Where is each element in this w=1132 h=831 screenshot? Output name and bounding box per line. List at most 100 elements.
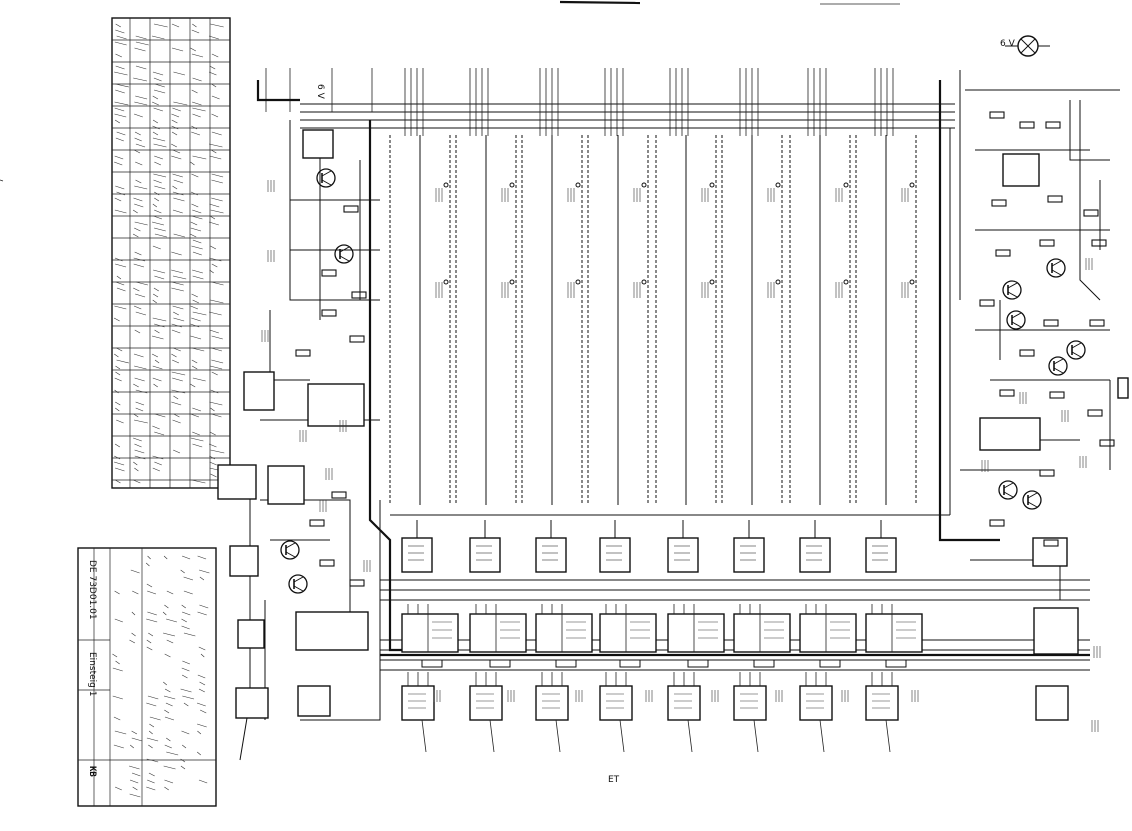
right-driver-circuit <box>938 35 1129 721</box>
table-text-mark <box>171 401 182 406</box>
terminal-dot <box>709 279 715 285</box>
table-text-mark <box>114 101 129 106</box>
scattered-labels <box>261 180 1101 732</box>
title-text-mark <box>164 716 175 721</box>
table-text-mark <box>151 335 164 340</box>
table-text-mark <box>135 293 146 298</box>
table-text-mark <box>114 209 127 214</box>
title-text-mark <box>112 695 123 700</box>
resistor-icon <box>991 199 1007 207</box>
table-text-mark <box>114 41 127 46</box>
table-text-mark <box>210 23 224 28</box>
table-text-mark <box>154 161 162 166</box>
table-text-mark <box>116 287 126 292</box>
table-text-mark <box>209 431 216 436</box>
table-text-mark <box>171 23 180 28</box>
transistor-icon <box>1066 340 1086 360</box>
table-text-mark <box>211 173 224 178</box>
table-text-mark <box>209 203 220 208</box>
table-text-mark <box>190 191 198 196</box>
table-text-mark <box>211 335 223 340</box>
parts-list-table <box>111 17 231 489</box>
resistor-icon <box>1087 409 1103 417</box>
table-text-mark <box>133 77 148 82</box>
table-text-mark <box>171 113 180 118</box>
table-text-mark <box>152 293 159 298</box>
table-text-mark <box>135 281 148 286</box>
resistor-icon <box>989 111 1005 119</box>
table-text-mark <box>171 131 178 136</box>
output-lead <box>687 719 693 753</box>
table-text-mark <box>114 161 123 166</box>
table-text-mark <box>152 131 159 136</box>
table-text-mark <box>210 473 217 478</box>
table-text-mark <box>208 443 217 448</box>
title-text-mark <box>164 786 169 791</box>
resistor-icon <box>489 659 511 668</box>
table-text-mark <box>153 23 168 28</box>
table-text-mark <box>133 419 148 424</box>
table-text-mark <box>190 227 202 232</box>
resistor-icon <box>885 659 907 668</box>
table-text-mark <box>209 257 222 262</box>
table-text-mark <box>173 311 179 316</box>
ic-upper <box>667 537 699 573</box>
table-text-mark <box>192 407 202 412</box>
table-text-mark <box>152 71 164 76</box>
table-text-mark <box>135 407 144 412</box>
title-text-mark <box>165 702 173 707</box>
transistor-icon <box>1046 258 1066 278</box>
resistor-icon <box>343 205 359 213</box>
table-text-mark <box>134 203 144 208</box>
table-text-mark <box>171 251 182 256</box>
table-text-mark <box>152 203 158 208</box>
table-text-mark <box>134 365 147 370</box>
table-text-mark <box>189 233 197 238</box>
table-text-mark <box>154 431 165 436</box>
table-text-mark <box>172 209 183 214</box>
table-text-mark <box>154 197 160 202</box>
voltage-tag-right: 6 V <box>1000 39 1016 49</box>
title-text-mark <box>146 786 156 791</box>
title-text-mark <box>164 744 172 749</box>
ic-middle <box>401 613 459 653</box>
terminal-dot <box>775 182 781 188</box>
title-text-mark <box>166 751 179 756</box>
resistor-icon <box>1043 319 1059 327</box>
table-text-mark <box>134 113 143 118</box>
table-text-mark <box>211 53 219 58</box>
table-text-mark <box>134 47 146 52</box>
table-text-mark <box>191 293 198 298</box>
resistor-icon <box>989 519 1005 527</box>
table-text-mark <box>173 233 185 238</box>
table-text-mark <box>135 311 147 316</box>
resistor-icon <box>1039 239 1055 247</box>
title-text-mark <box>180 765 186 770</box>
ic-upper <box>865 537 897 573</box>
table-text-mark <box>153 143 167 148</box>
resistor-icon <box>619 659 641 668</box>
title-text-mark <box>198 688 205 693</box>
title-text-mark <box>146 702 157 707</box>
table-text-mark <box>172 359 180 364</box>
table-text-mark <box>192 101 202 106</box>
ic-lower <box>535 685 569 721</box>
transistor-icon <box>1048 356 1068 376</box>
table-text-mark <box>211 347 223 352</box>
table-text-mark <box>173 317 185 322</box>
table-text-mark <box>151 353 159 358</box>
table-text-mark <box>153 179 162 184</box>
title-text-mark <box>162 611 167 616</box>
table-text-mark <box>173 413 180 418</box>
table-text-mark <box>135 389 148 394</box>
table-text-mark <box>171 269 184 274</box>
table-text-mark <box>208 311 222 316</box>
title-text-mark <box>131 737 143 742</box>
resistor-icon <box>687 659 709 668</box>
resistor-icon <box>1091 239 1107 247</box>
title-text-mark <box>181 625 190 630</box>
table-text-mark <box>133 437 142 442</box>
table-text-mark <box>152 137 166 142</box>
title-text-mark <box>181 618 187 623</box>
title-text-mark <box>114 786 122 791</box>
